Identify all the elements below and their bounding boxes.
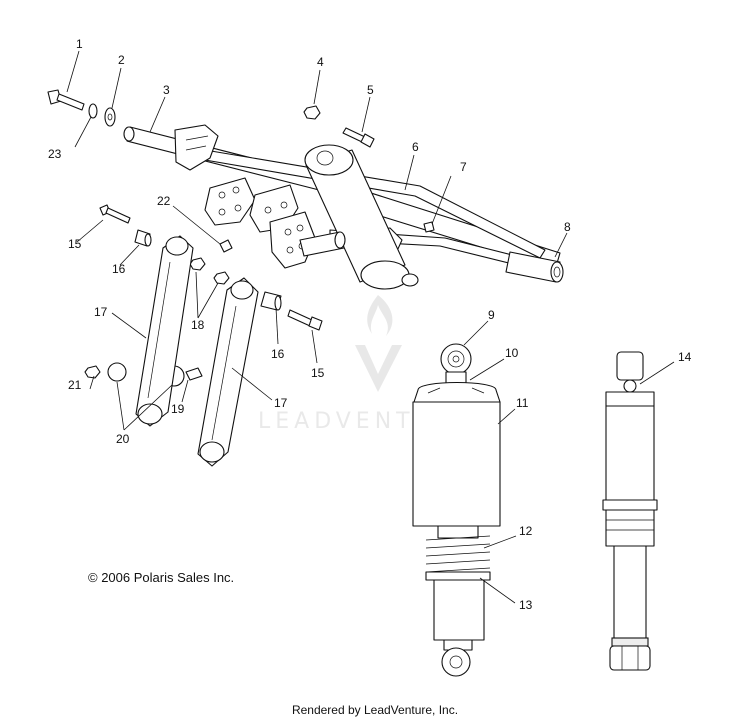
hardware-left (47, 89, 323, 387)
callout-6: 6 (412, 140, 419, 154)
callout-16a: 16 (112, 262, 126, 276)
callout-11: 11 (516, 396, 529, 410)
callout-3: 3 (163, 83, 170, 97)
callout-13: 13 (519, 598, 533, 612)
callout-15b: 15 (311, 366, 325, 380)
copyright-text: © 2006 Polaris Sales Inc. (88, 570, 235, 585)
callout-7: 7 (460, 160, 467, 174)
callout-12: 12 (519, 524, 533, 538)
callout-20: 20 (116, 432, 130, 446)
callout-21: 21 (68, 378, 82, 392)
callout-17b: 17 (274, 396, 288, 410)
callout-14: 14 (678, 350, 692, 364)
links (135, 235, 259, 467)
shock-absorber-11 (412, 343, 501, 677)
callout-1: 1 (76, 37, 83, 51)
callout-19: 19 (171, 402, 185, 416)
leader-lines (66, 50, 675, 604)
shock-absorber-14 (602, 351, 658, 671)
callout-4: 4 (317, 55, 324, 69)
callout-15a: 15 (68, 237, 82, 251)
callout-10: 10 (505, 346, 519, 360)
callout-17a: 17 (94, 305, 108, 319)
callout-23: 23 (48, 147, 62, 161)
callout-22: 22 (157, 194, 171, 208)
footer-rendered-by: Rendered by LeadVenture, Inc. (291, 703, 459, 717)
callout-2: 2 (118, 53, 125, 67)
callout-8: 8 (564, 220, 571, 234)
callout-18: 18 (191, 318, 205, 332)
callout-5: 5 (367, 83, 374, 97)
callout-9: 9 (488, 308, 495, 322)
callout-16b: 16 (271, 347, 285, 361)
callout-labels: 1 2 3 4 5 6 7 8 9 10 11 12 13 14 15 15 1… (48, 37, 692, 612)
torque-arm-assembly (123, 105, 564, 290)
